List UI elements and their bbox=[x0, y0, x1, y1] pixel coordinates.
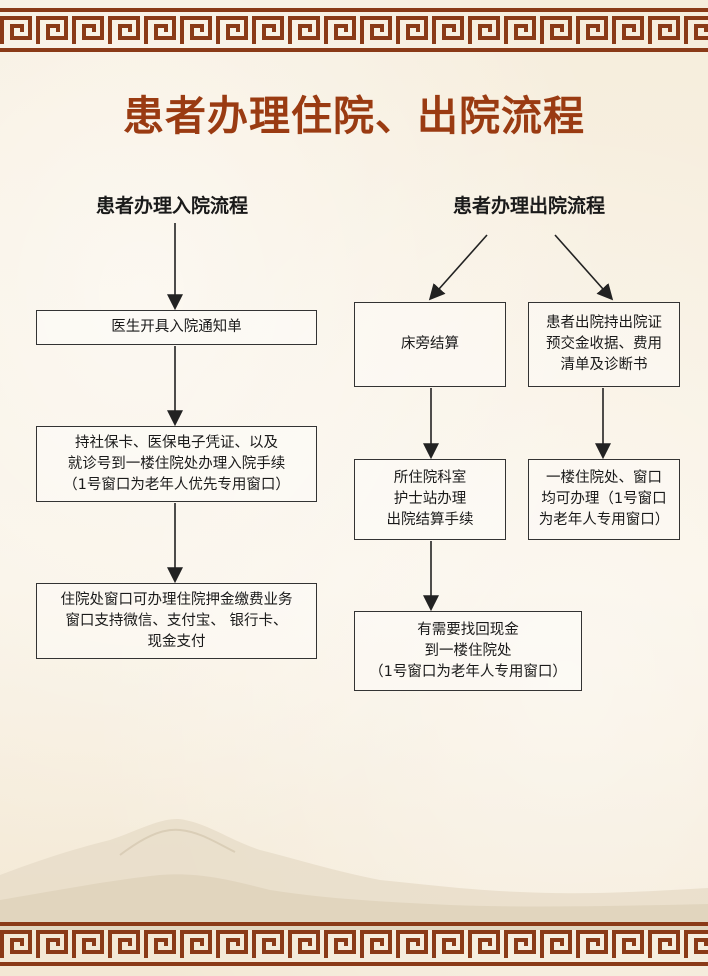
admission-step-3: 住院处窗口可办理住院押金缴费业务 窗口支持微信、支付宝、 银行卡、 现金支付 bbox=[36, 583, 317, 659]
arrow-discharge-right-split bbox=[554, 234, 614, 301]
discharge-right-step-1: 患者出院持出院证 预交金收据、费用 清单及诊断书 bbox=[528, 302, 680, 387]
discharge-left-step-3: 有需要找回现金 到一楼住院处 （1号窗口为老年人专用窗口） bbox=[354, 611, 582, 691]
arrow-discharge-left-split bbox=[428, 234, 488, 301]
page-title: 患者办理住院、出院流程 bbox=[123, 92, 585, 140]
discharge-left-step-1: 床旁结算 bbox=[354, 302, 506, 387]
top-fret-border bbox=[0, 8, 708, 52]
bottom-fret-border bbox=[0, 922, 708, 966]
discharge-heading: 患者办理出院流程 bbox=[452, 195, 605, 217]
admission-step-2: 持社保卡、医保电子凭证、以及 就诊号到一楼住院处办理入院手续 （1号窗口为老年人… bbox=[36, 426, 317, 502]
discharge-right-step-2: 一楼住院处、窗口 均可办理（1号窗口 为老年人专用窗口） bbox=[528, 459, 680, 540]
admission-heading: 患者办理入院流程 bbox=[95, 195, 248, 217]
mountain-decoration bbox=[0, 819, 708, 930]
admission-step-1: 医生开具入院通知单 bbox=[36, 310, 317, 345]
discharge-left-step-2: 所住院科室 护士站办理 出院结算手续 bbox=[354, 459, 506, 540]
